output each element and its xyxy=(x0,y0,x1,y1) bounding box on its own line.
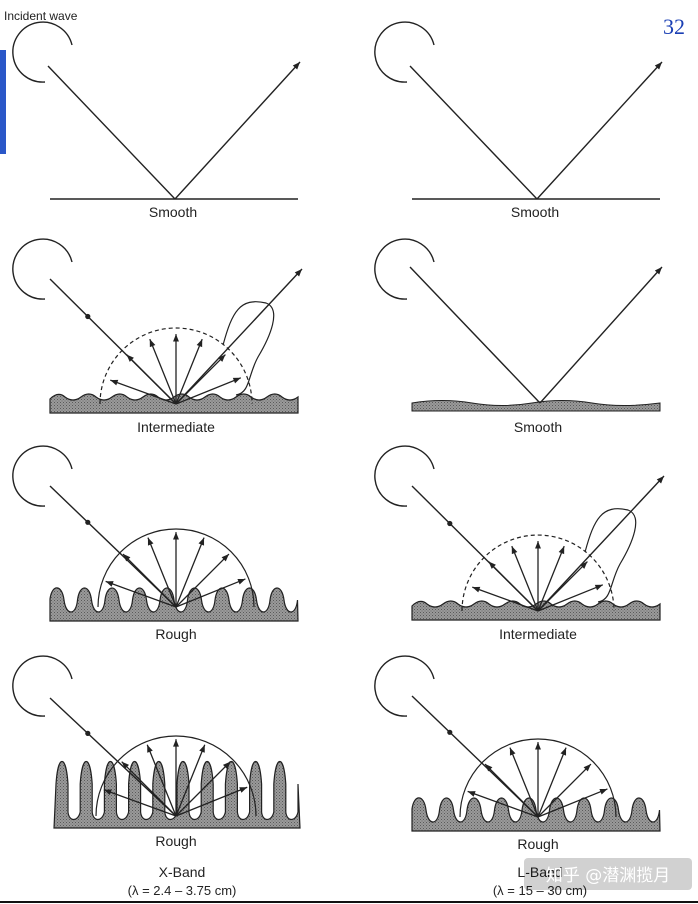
scatter-arrow-7 xyxy=(538,789,607,817)
panel-x-band-4: Rough xyxy=(13,656,300,849)
specular-reflection xyxy=(175,62,300,199)
scatter-arrow-3-head xyxy=(510,748,516,756)
scatter-arrow-5-head xyxy=(559,546,565,554)
specular-reflection xyxy=(538,476,664,611)
wavefront-arc xyxy=(13,656,72,716)
surface-label: Intermediate xyxy=(499,626,577,642)
scatter-arrow-2 xyxy=(485,764,538,817)
panel-l-band-4: Rough xyxy=(375,656,660,852)
incident-ray xyxy=(410,267,540,403)
specular-lobe xyxy=(223,302,274,395)
scatter-arrow-7-head xyxy=(595,585,603,591)
surface-label: Rough xyxy=(155,626,196,642)
surface-label: Rough xyxy=(517,836,558,852)
panel-x-band-1: Smooth xyxy=(13,22,300,220)
incident-ray-marker xyxy=(85,520,90,525)
scatter-arrow-3-head xyxy=(148,538,154,546)
scatter-arrow-7-head xyxy=(239,787,247,793)
wavefront-arc xyxy=(13,446,72,506)
wavefront-arc xyxy=(375,656,434,716)
band-name-x: X-Band xyxy=(159,864,206,880)
specular-reflection xyxy=(540,267,662,403)
scatter-arrow-5-head xyxy=(199,745,205,753)
very-rough-surface xyxy=(54,762,300,829)
scatter-arrow-4-head xyxy=(535,742,541,749)
panel-grid: SmoothIntermediateRoughRoughSmoothSmooth… xyxy=(13,22,664,852)
panel-x-band-2: Intermediate xyxy=(13,239,302,435)
surface-label: Rough xyxy=(155,833,196,849)
scatter-arrow-5-head xyxy=(197,339,203,347)
page-number: 32 xyxy=(663,14,685,39)
scatter-arrow-3-head xyxy=(512,546,518,554)
x-band-caption: X-Band (λ = 2.4 – 3.75 cm) xyxy=(128,864,237,898)
specular-lobe xyxy=(585,509,636,602)
scatter-arrow-2 xyxy=(123,554,176,607)
surface-label: Smooth xyxy=(514,419,562,435)
wavefront-arc xyxy=(13,22,72,82)
scatter-arrow-3-head xyxy=(150,339,156,347)
scatter-arrow-1-head xyxy=(110,380,118,386)
incident-ray-marker xyxy=(85,731,90,736)
scatter-arrow-3-head xyxy=(147,745,153,753)
left-accent-bar xyxy=(0,50,6,154)
scatter-arrow-5 xyxy=(176,339,202,404)
incident-ray-marker xyxy=(447,521,452,526)
scatter-arrow-4-head xyxy=(173,739,179,746)
specular-reflection xyxy=(537,62,662,199)
scatter-arrow-7-head xyxy=(233,378,241,384)
scatter-arrow-1-head xyxy=(468,791,476,797)
incident-wave-label: Incident wave xyxy=(4,9,78,23)
panel-l-band-1: Smooth xyxy=(375,22,662,220)
scatter-arrow-7 xyxy=(176,579,245,607)
surface-label: Smooth xyxy=(149,204,197,220)
panel-l-band-3: Intermediate xyxy=(375,446,664,642)
wavelength-x: (λ = 2.4 – 3.75 cm) xyxy=(128,883,237,898)
wavefront-arc xyxy=(13,239,72,299)
incident-ray xyxy=(48,66,175,199)
scatter-arrow-4-head xyxy=(535,541,541,548)
scatter-arrow-4-head xyxy=(173,334,179,341)
scatter-arrow-7-head xyxy=(599,789,607,795)
scatter-arrow-4-head xyxy=(173,532,179,539)
surface-label: Smooth xyxy=(511,204,559,220)
wavefront-arc xyxy=(375,239,434,299)
specular-reflection xyxy=(176,269,302,404)
scatter-arrow-5-head xyxy=(199,538,205,546)
wavefront-arc xyxy=(375,446,434,506)
scatter-arrow-5 xyxy=(538,546,564,611)
scatter-arrow-5-head xyxy=(561,748,567,756)
surface-label: Intermediate xyxy=(137,419,215,435)
wavefront-arc xyxy=(375,22,434,82)
scatter-arrow-1-head xyxy=(106,581,114,587)
incident-ray xyxy=(410,66,537,199)
slightly-rough-surface xyxy=(412,401,660,412)
panel-l-band-2: Smooth xyxy=(375,239,662,435)
incident-ray-marker xyxy=(85,314,90,319)
panel-x-band-3: Rough xyxy=(13,446,298,642)
scatter-arrow-7-head xyxy=(237,579,245,585)
incident-ray-marker xyxy=(447,730,452,735)
watermark: 知乎 @潜渊揽月 xyxy=(546,866,670,886)
scatter-arrow-1-head xyxy=(472,587,480,593)
